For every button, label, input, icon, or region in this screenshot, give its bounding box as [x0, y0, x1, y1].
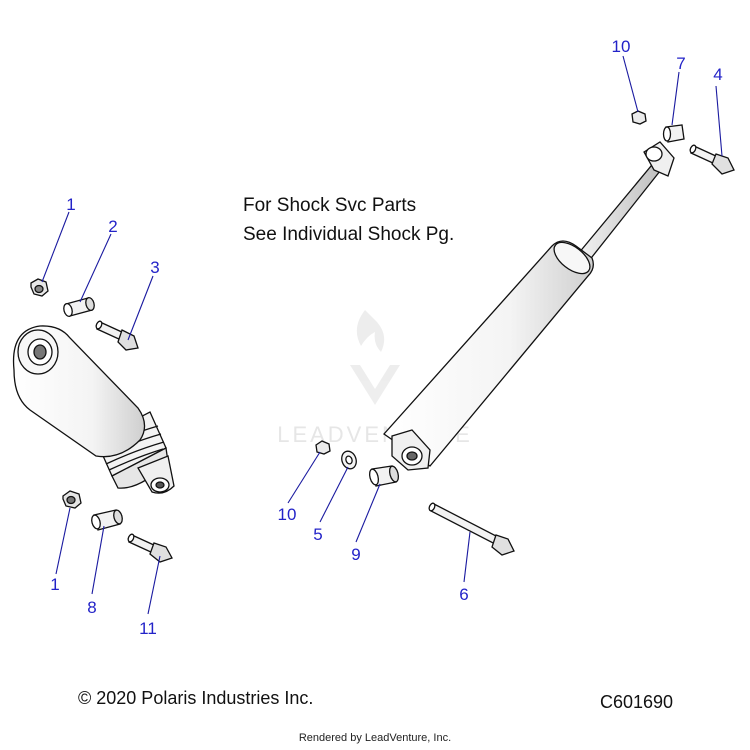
left-top-bolt — [95, 320, 139, 351]
diagram-code: C601690 — [600, 692, 674, 712]
rendered-by-text: Rendered by LeadVenture, Inc. — [298, 732, 452, 744]
right-shock-absorber — [383, 141, 675, 471]
callout-right-bottom-9: 9 — [351, 545, 360, 564]
callout-left-bottom-11: 11 — [139, 619, 157, 638]
right-top-bolt — [689, 144, 735, 175]
callout-left-bottom-1: 1 — [50, 575, 59, 594]
right-bottom-bushing — [315, 440, 331, 455]
callout-right-bottom-5: 5 — [313, 525, 322, 544]
left-bottom-spacer — [91, 509, 123, 531]
callout-left-top-3: 3 — [150, 258, 159, 277]
right-bottom-washer — [341, 450, 357, 470]
callout-left-bottom-8: 8 — [87, 598, 96, 617]
right-top-spacer — [662, 124, 685, 143]
service-note-line-1: For Shock Svc Parts — [243, 195, 417, 216]
callout-right-top-4: 4 — [713, 65, 722, 84]
left-bottom-bolt — [127, 533, 173, 563]
callout-right-bottom-6: 6 — [459, 585, 468, 604]
callout-left-top-1: 1 — [66, 195, 75, 214]
left-top-nut — [30, 278, 49, 297]
service-note-line-2: See Individual Shock Pg. — [243, 224, 455, 245]
callout-right-top-10: 10 — [612, 37, 631, 56]
copyright-text: © 2020 Polaris Industries Inc. — [78, 688, 314, 708]
left-bottom-nut — [62, 490, 82, 509]
leader-lines — [41, 55, 723, 615]
left-shock-absorber — [12, 325, 175, 494]
right-bottom-spacer — [368, 465, 400, 487]
callout-left-top-2: 2 — [108, 217, 117, 236]
watermark-logo — [350, 310, 400, 405]
left-shock-lower-eye — [137, 455, 175, 494]
left-top-spacer — [63, 296, 95, 318]
right-top-bushing — [631, 110, 647, 125]
right-bottom-bolt — [428, 502, 515, 556]
callout-right-top-7: 7 — [676, 54, 685, 73]
callout-right-bottom-10: 10 — [278, 505, 297, 524]
